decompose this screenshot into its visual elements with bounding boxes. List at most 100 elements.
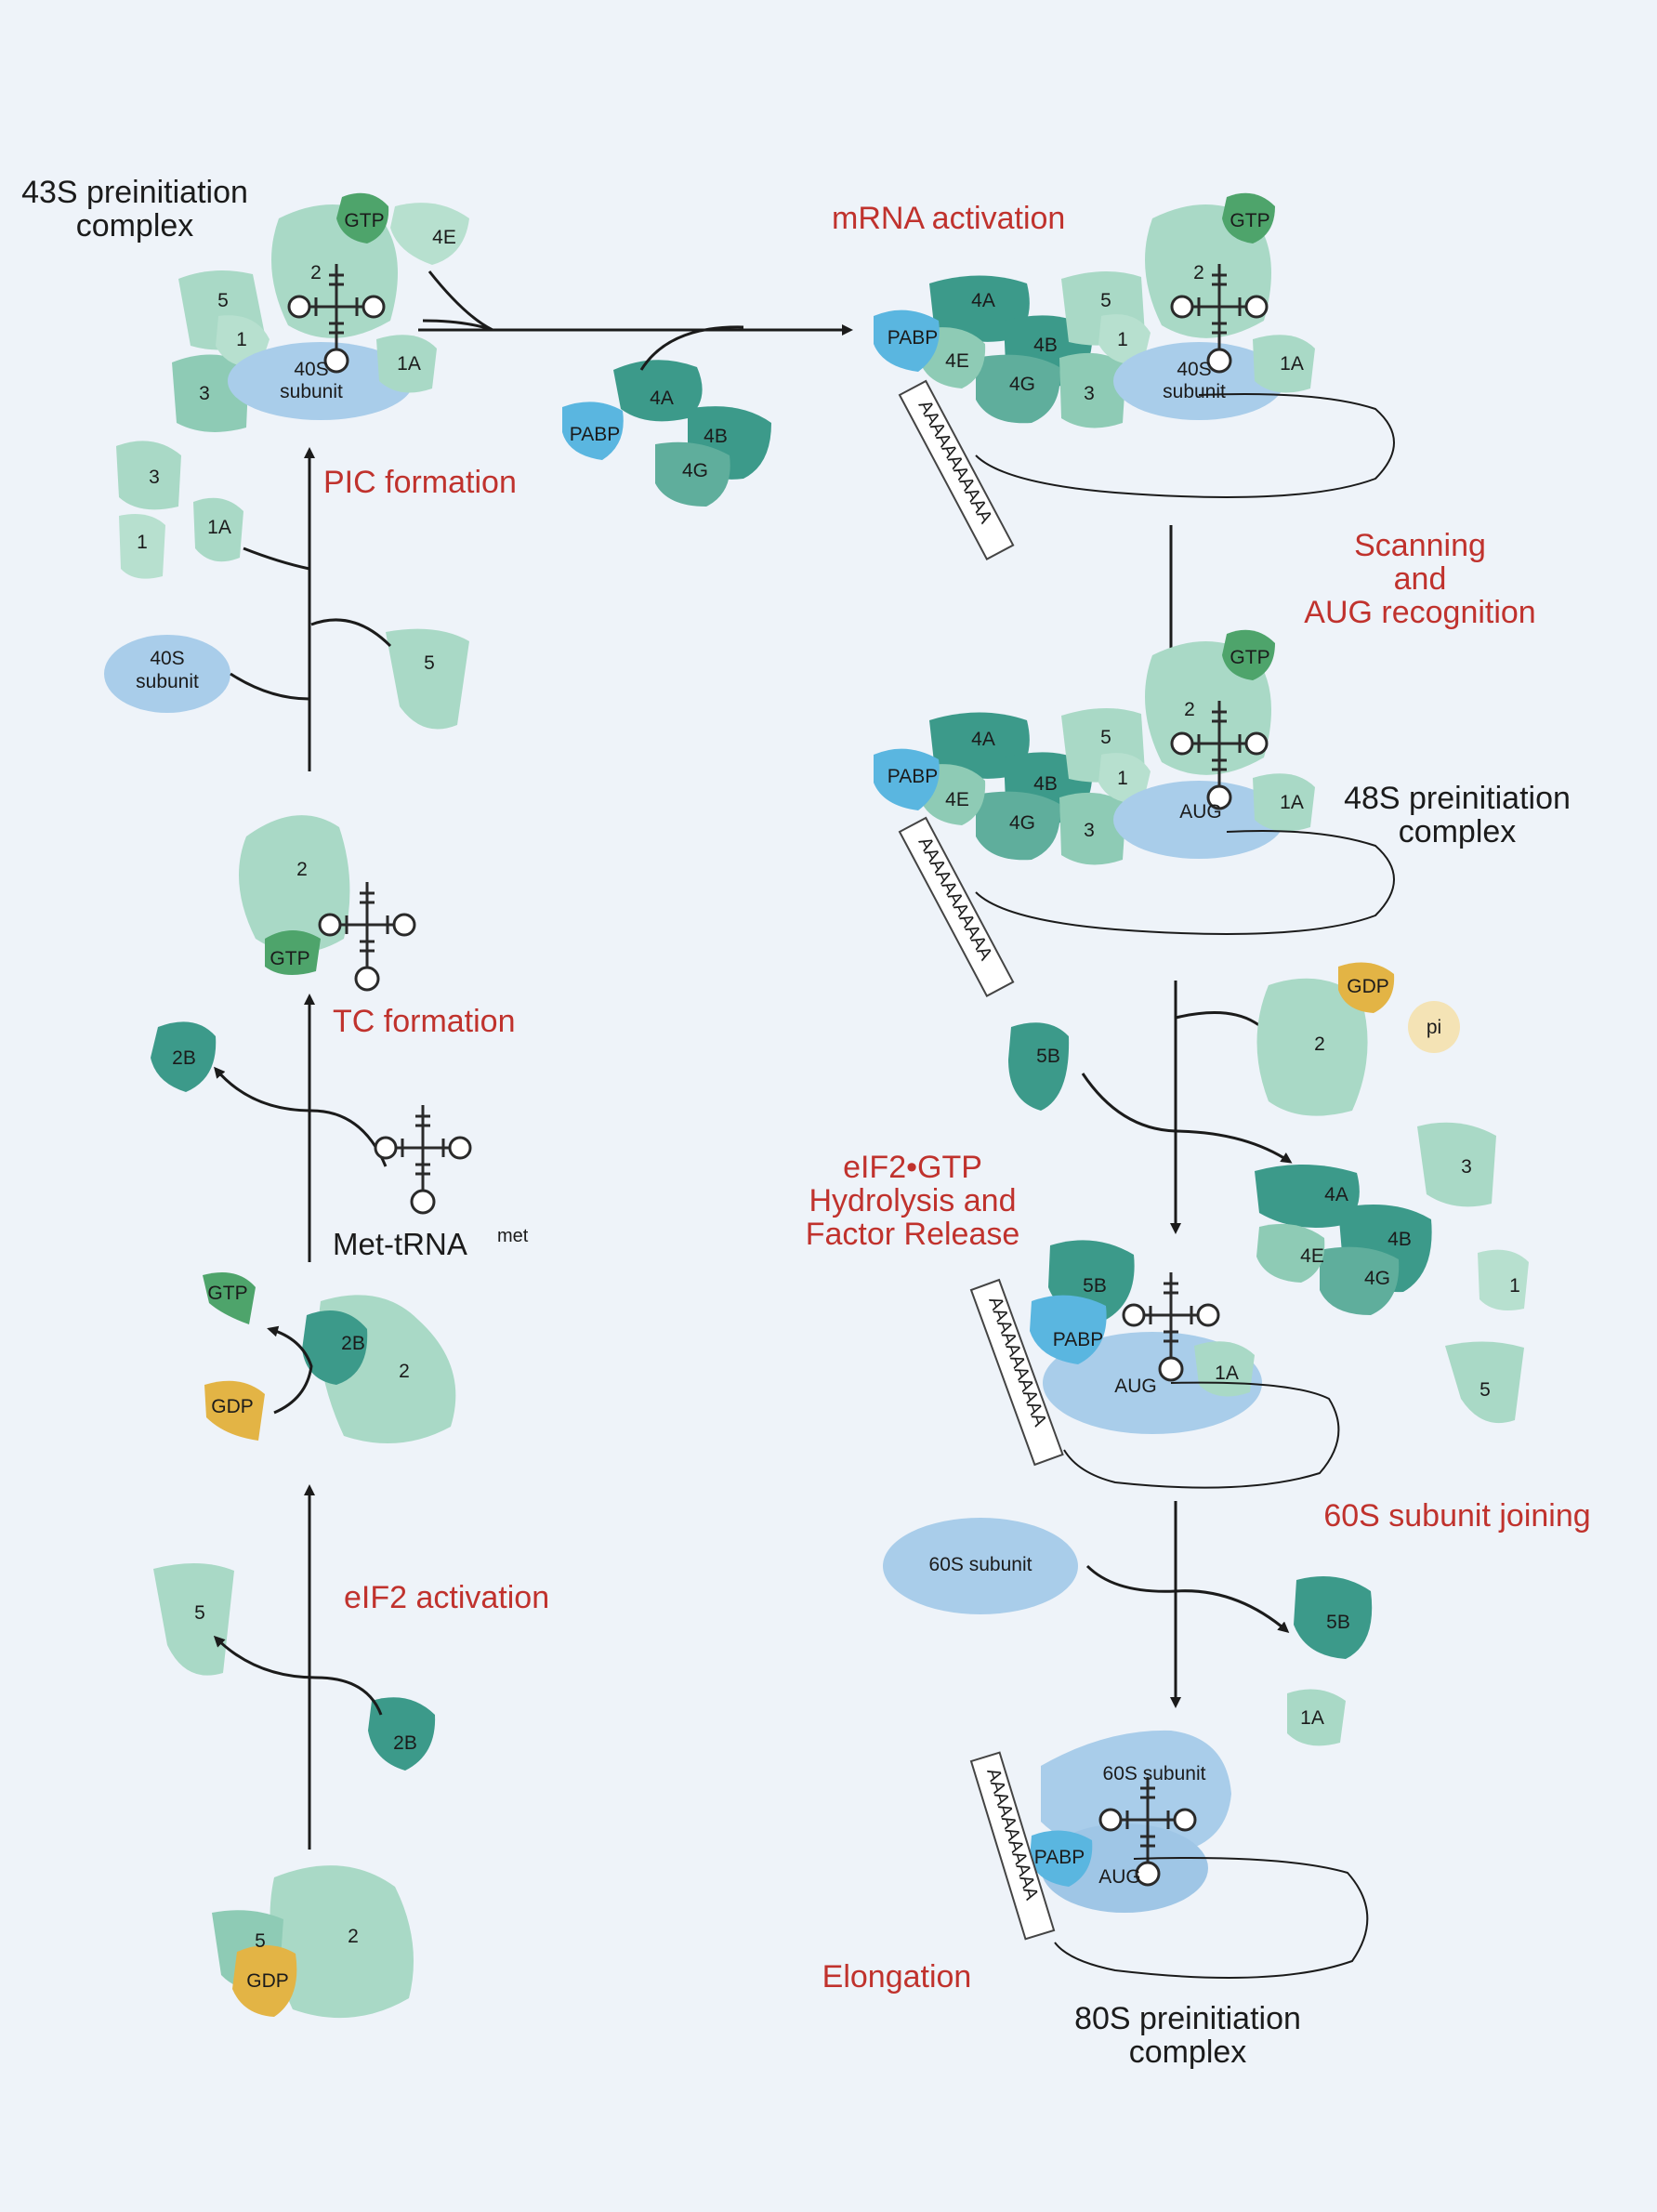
label-5b-incoming: 5B — [1036, 1046, 1060, 1067]
label-2b-activation: 2B — [393, 1732, 417, 1754]
label-1: 1 — [1117, 329, 1128, 350]
label-5-gdp: 5 — [255, 1930, 266, 1952]
join-line-1a — [243, 546, 310, 571]
gtp-molecule — [1222, 192, 1275, 244]
label-gdp-released: GDP — [211, 1396, 254, 1417]
connector-4e-curve — [427, 270, 493, 332]
label-2: 2 — [1193, 262, 1204, 283]
label-3: 3 — [1084, 383, 1095, 404]
gdp-released — [204, 1380, 265, 1441]
label-pi: pi — [1427, 1017, 1441, 1038]
label-2-released: 2 — [1314, 1034, 1325, 1055]
factor-3-released — [1417, 1122, 1496, 1207]
label-5: 5 — [217, 290, 229, 311]
label-1-free: 1 — [137, 532, 148, 553]
label-40s: 40S — [1177, 359, 1211, 380]
label-aug: AUG — [1179, 801, 1222, 823]
label-5: 5 — [1100, 727, 1111, 748]
arrow-2b-release — [214, 1066, 388, 1167]
factor-4a-released — [1255, 1164, 1360, 1229]
pabp — [874, 748, 940, 810]
factor-2-released — [1256, 978, 1368, 1116]
polya-tail-box — [898, 816, 1015, 997]
subunit-60s-free — [883, 1518, 1078, 1614]
gtp-molecule — [1222, 629, 1275, 680]
stage-scanning-1: Scanning — [1354, 528, 1486, 563]
pabp-free — [562, 402, 624, 460]
label-60s-free: 60S subunit — [929, 1554, 1032, 1575]
label-pabp: PABP — [888, 766, 938, 787]
label-1a: 1A — [397, 353, 421, 375]
mrna-loop — [1063, 1381, 1340, 1489]
label-4a: 4A — [971, 290, 995, 311]
factor-2b-activation — [368, 1697, 436, 1771]
label-4b-released: 4B — [1387, 1229, 1412, 1250]
factor-1 — [1098, 314, 1151, 365]
factor-4e-released — [1256, 1223, 1325, 1283]
label-4g: 4G — [1009, 374, 1035, 395]
label-4b-free: 4B — [704, 426, 728, 447]
label-40s-subunit: subunit — [1163, 381, 1226, 402]
gdp-with-eif2 — [1338, 962, 1395, 1013]
label-4a-released: 4A — [1324, 1184, 1348, 1205]
label-2b-exchange: 2B — [341, 1333, 365, 1354]
pabp — [874, 309, 940, 372]
label-gdp-with-eif2: GDP — [1347, 976, 1389, 997]
complex-43s-title-1: 43S preinitiation — [21, 175, 248, 210]
label-4e: 4E — [432, 227, 456, 248]
factor-1 — [1098, 753, 1151, 804]
stage-mrna-activation: mRNA activation — [832, 201, 1065, 236]
label-5: 5 — [1100, 290, 1111, 311]
phosphate-pi — [1408, 1001, 1460, 1053]
factor-5-released — [1445, 1341, 1524, 1424]
label-40s-subunit: subunit — [280, 381, 343, 402]
label-4b: 4B — [1033, 335, 1058, 356]
label-2: 2 — [310, 262, 322, 283]
met-trna-name: Met-tRNA — [333, 1227, 467, 1261]
gtp-molecule-tc — [265, 930, 321, 975]
met-trna-label: Met-tRNA — [333, 1227, 467, 1261]
arrow-60s-to-5b — [1085, 1564, 1290, 1633]
label-3: 3 — [199, 383, 210, 404]
factor-2-gdp — [270, 1865, 414, 2019]
pabp — [1030, 1295, 1107, 1364]
arrow-gtp-exchange — [267, 1325, 313, 1415]
label-2-gdp: 2 — [348, 1926, 359, 1947]
stage-eif2-activation: eIF2 activation — [344, 1580, 549, 1615]
factor-1a — [1253, 773, 1315, 832]
complex-48s: 4A 4B 4G 4E PABP 5 1 3 2 1A GTP AUG AAAA… — [874, 629, 1395, 997]
factor-2b-exchange — [302, 1310, 368, 1385]
label-1a-free: 1A — [207, 517, 231, 538]
factor-5b-released — [1294, 1576, 1373, 1659]
mrna-loop — [975, 393, 1395, 498]
label-3-free: 3 — [149, 467, 160, 488]
factor-1a-free — [193, 497, 243, 562]
label-40s: 40S — [294, 359, 328, 380]
label-gtp: GTP — [1230, 647, 1269, 668]
gtp-released — [203, 1271, 256, 1324]
subunit-40s — [1113, 781, 1284, 859]
label-pabp: PABP — [1034, 1847, 1085, 1868]
factor-1a-released — [1287, 1689, 1346, 1746]
label-3-released: 3 — [1461, 1156, 1472, 1178]
polya-tail-box — [898, 379, 1015, 560]
label-1a: 1A — [1280, 353, 1304, 375]
stage-60s-joining: 60S subunit joining — [1323, 1498, 1590, 1534]
label-4g: 4G — [1009, 812, 1035, 834]
subunit-40s — [228, 342, 414, 420]
label-4e: 4E — [945, 789, 969, 810]
label-40s-free-subunit: subunit — [136, 671, 199, 692]
gdp-molecule — [232, 1944, 297, 2017]
label-4g-free: 4G — [682, 460, 708, 481]
label-gtp: GTP — [344, 210, 384, 231]
label-pabp: PABP — [888, 327, 938, 349]
complex-80s-title-1: 80S preinitiation — [1074, 2001, 1301, 2036]
factor-5-free — [386, 628, 469, 730]
factor-3-free — [116, 441, 181, 510]
stage-tc-formation: TC formation — [333, 1004, 516, 1039]
label-4e: 4E — [945, 350, 969, 372]
pabp — [1030, 1830, 1093, 1887]
label-pabp-free: PABP — [570, 424, 620, 445]
label-4e-released: 4E — [1300, 1245, 1324, 1267]
